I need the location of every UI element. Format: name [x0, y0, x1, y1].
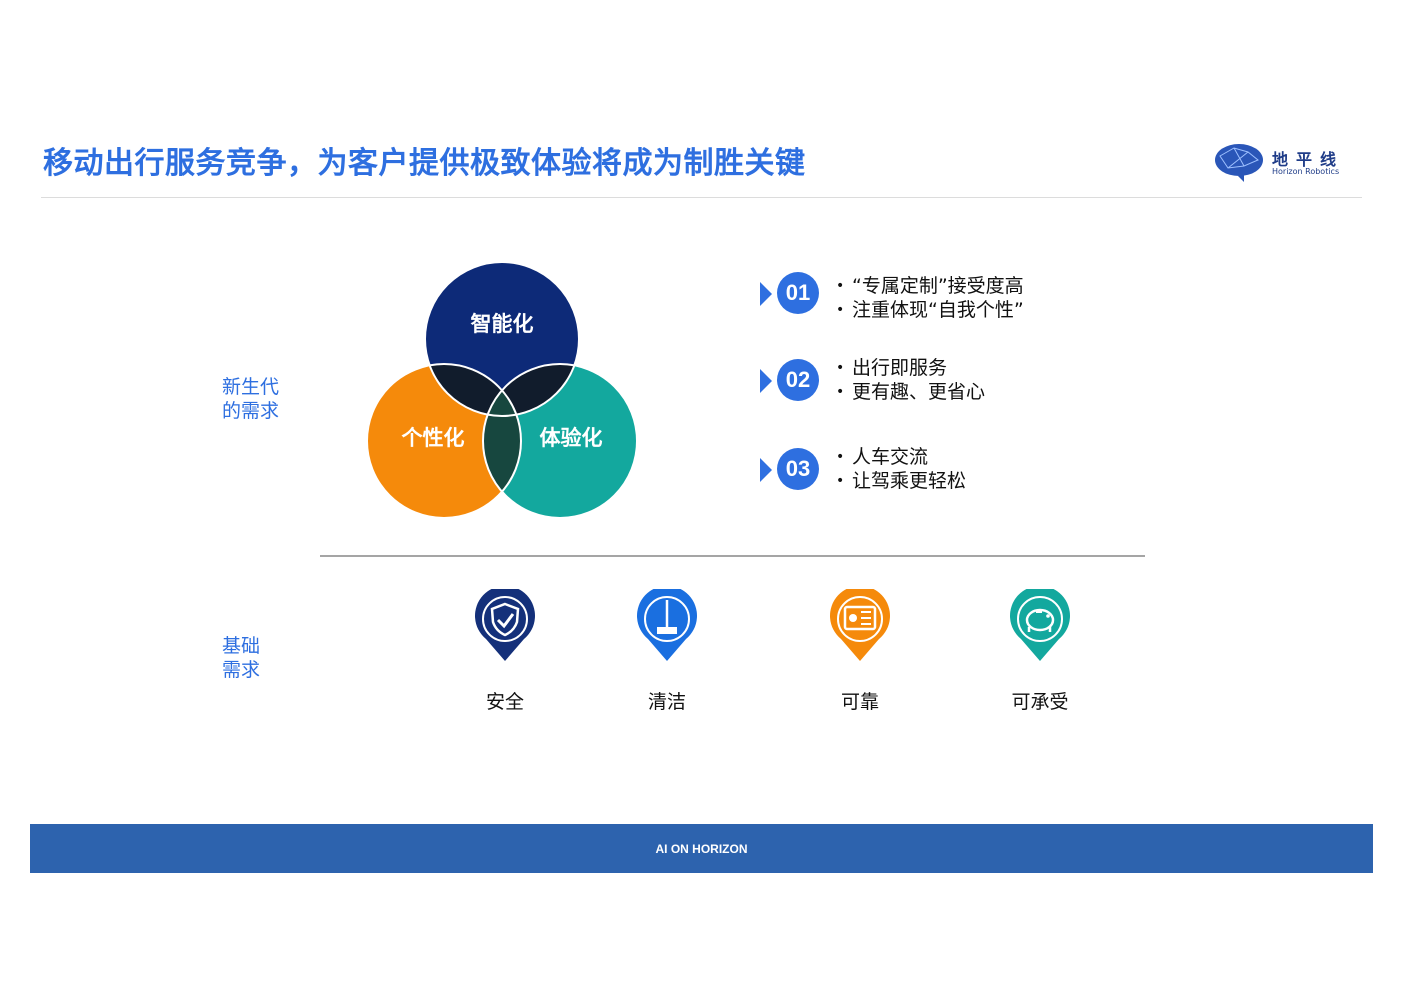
list-item: •人车交流	[836, 446, 929, 468]
new-gen-label-line1: 新生代	[222, 376, 280, 398]
page-title: 移动出行服务竞争，为客户提供极致体验将成为制胜关键	[43, 146, 806, 181]
list-item: •更有趣、更省心	[836, 381, 986, 403]
footer-text: AI ON HORIZON	[655, 841, 748, 856]
section-divider	[320, 555, 1145, 557]
logo-name-en: Horizon Robotics	[1272, 167, 1340, 176]
footer-bar: AI ON HORIZON	[30, 824, 1373, 873]
item-number: 03	[777, 448, 819, 490]
arrow-right-icon	[760, 282, 772, 306]
basic-label-safety: 安全	[485, 691, 524, 713]
basic-label-line1: 基础	[222, 635, 261, 657]
basic-label-clean: 清洁	[647, 691, 686, 713]
basic-label-line2: 需求	[222, 659, 261, 681]
list-item: •让驾乘更轻松	[836, 470, 967, 492]
need-item-02: 02 •出行即服务 •更有趣、更省心	[760, 357, 1120, 419]
safe-box-icon	[830, 589, 890, 661]
item-number: 02	[777, 359, 819, 401]
header-divider	[41, 197, 1362, 198]
shield-icon	[475, 589, 535, 661]
list-item: •出行即服务	[836, 357, 948, 379]
new-gen-label: 新生代 的需求	[222, 375, 279, 423]
broom-icon	[637, 589, 697, 661]
new-gen-label-line2: 的需求	[222, 400, 280, 422]
basic-label-affordable: 可承受	[1011, 691, 1069, 713]
list-item: •“专属定制”接受度高	[836, 275, 1024, 297]
venn-label-right: 体验化	[540, 426, 603, 450]
basic-label-reliable: 可靠	[840, 691, 879, 713]
need-item-03: 03 •人车交流 •让驾乘更轻松	[760, 446, 1120, 508]
venn-label-top: 智能化	[471, 312, 534, 336]
arrow-right-icon	[760, 458, 772, 482]
brain-icon	[1215, 144, 1263, 182]
piggy-bank-icon	[1010, 589, 1070, 661]
need-item-01: 01 •“专属定制”接受度高 •注重体现“自我个性”	[760, 272, 1120, 332]
list-item: •注重体现“自我个性”	[836, 299, 1024, 321]
basic-label: 基础 需求	[222, 634, 260, 682]
item-number: 01	[777, 272, 819, 314]
arrow-right-icon	[760, 369, 772, 393]
logo-name-cn: 地平线	[1272, 150, 1345, 169]
venn-diagram: 智能化 个性化 体验化	[366, 261, 638, 519]
venn-label-left: 个性化	[402, 426, 465, 450]
